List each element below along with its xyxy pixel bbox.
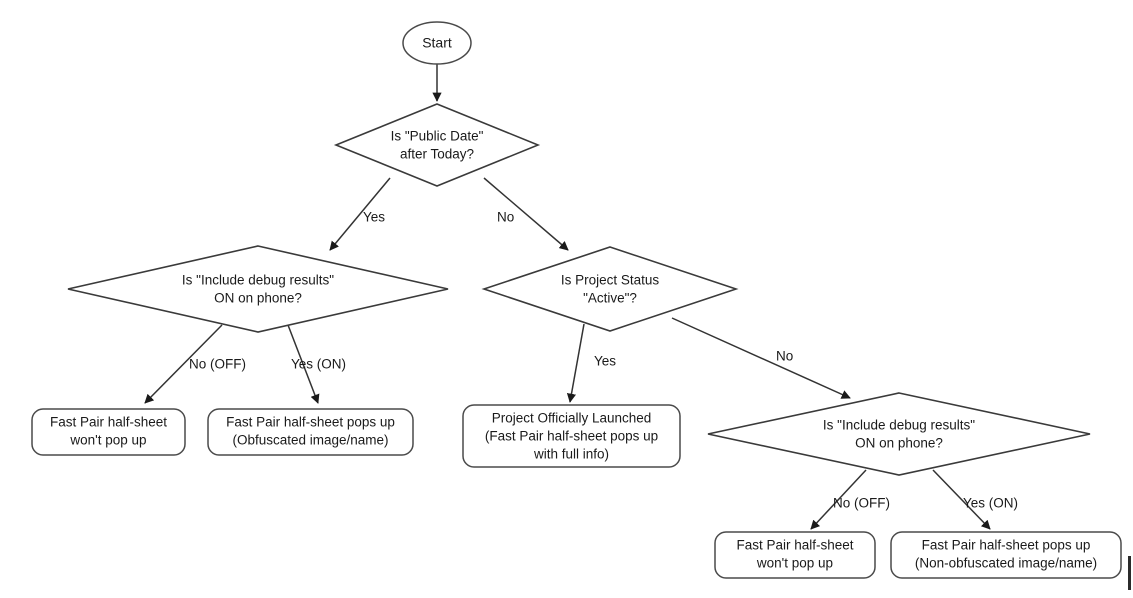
edge-label-public-date-yes: Yes — [363, 210, 385, 225]
decision-debug-left-line2: ON on phone? — [214, 291, 302, 306]
edge-project-status-yes — [566, 323, 585, 403]
node-terminal-launched[interactable]: Project Officially Launched (Fast Pair h… — [462, 404, 681, 468]
edge-public-date-no — [483, 177, 569, 251]
edge-label-debug-left-on: Yes (ON) — [291, 357, 346, 372]
terminal-launched-line3: with full info) — [533, 447, 609, 462]
terminal-right-on-line1: Fast Pair half-sheet pops up — [922, 538, 1091, 553]
decision-project-status-shape — [481, 246, 739, 332]
terminal-right-on-shape — [890, 531, 1122, 579]
decision-project-status-line2: "Active"? — [583, 291, 637, 306]
start-label: Start — [422, 35, 452, 51]
decision-public-date-line1: Is "Public Date" — [391, 129, 484, 144]
terminal-right-on-line2: (Non-obfuscated image/name) — [915, 556, 1097, 571]
terminal-left-off-shape — [31, 408, 186, 456]
edge-label-project-status-yes: Yes — [594, 354, 616, 369]
edge-label-debug-left-off: No (OFF) — [189, 357, 246, 372]
decision-debug-right-shape — [707, 392, 1091, 476]
edges-layer — [144, 64, 991, 530]
node-terminal-right-on[interactable]: Fast Pair half-sheet pops up (Non-obfusc… — [890, 531, 1122, 579]
decision-debug-left-line1: Is "Include debug results" — [182, 273, 334, 288]
terminal-launched-line1: Project Officially Launched — [492, 411, 652, 426]
terminal-left-off-line1: Fast Pair half-sheet — [50, 415, 167, 430]
edge-label-debug-right-off: No (OFF) — [833, 496, 890, 511]
edge-label-project-status-no: No — [776, 349, 793, 364]
node-terminal-left-on[interactable]: Fast Pair half-sheet pops up (Obfuscated… — [207, 408, 414, 456]
terminal-launched-shape — [462, 404, 681, 468]
edge-debug-left-on — [287, 324, 320, 404]
edge-label-debug-right-on: Yes (ON) — [963, 496, 1018, 511]
terminal-left-on-line2: (Obfuscated image/name) — [232, 433, 388, 448]
decision-project-status-line1: Is Project Status — [561, 273, 660, 288]
edge-debug-left-off — [144, 324, 223, 404]
decision-debug-left-shape — [67, 245, 449, 333]
decision-debug-right-line1: Is "Include debug results" — [823, 418, 975, 433]
terminal-right-off-shape — [714, 531, 876, 579]
edge-debug-right-on — [932, 469, 991, 530]
node-decision-debug-left[interactable]: Is "Include debug results" ON on phone? — [67, 245, 449, 333]
terminal-left-on-shape — [207, 408, 414, 456]
terminal-left-on-line1: Fast Pair half-sheet pops up — [226, 415, 395, 430]
decision-public-date-line2: after Today? — [400, 147, 474, 162]
terminal-launched-line2: (Fast Pair half-sheet pops up — [485, 429, 658, 444]
edge-debug-right-off — [810, 469, 867, 530]
right-edge-scrollbar-mark — [1128, 556, 1131, 590]
edge-label-public-date-no: No — [497, 210, 514, 225]
node-terminal-right-off[interactable]: Fast Pair half-sheet won't pop up — [714, 531, 876, 579]
terminal-right-off-line2: won't pop up — [756, 556, 833, 571]
edge-project-status-no — [671, 317, 851, 399]
node-decision-project-status[interactable]: Is Project Status "Active"? — [481, 246, 739, 332]
node-terminal-left-off[interactable]: Fast Pair half-sheet won't pop up — [31, 408, 186, 456]
decision-public-date-shape — [333, 103, 541, 187]
edge-labels-layer: Yes No No (OFF) Yes (ON) Yes No No (OFF)… — [189, 210, 1018, 511]
edge-public-date-yes — [329, 177, 391, 251]
terminal-left-off-line2: won't pop up — [69, 433, 146, 448]
start-ellipse-shape — [402, 21, 472, 65]
decision-debug-right-line2: ON on phone? — [855, 436, 943, 451]
node-decision-debug-right[interactable]: Is "Include debug results" ON on phone? — [707, 392, 1091, 476]
node-decision-public-date[interactable]: Is "Public Date" after Today? — [333, 103, 541, 187]
node-start[interactable]: Start — [402, 21, 472, 65]
terminal-right-off-line1: Fast Pair half-sheet — [736, 538, 853, 553]
